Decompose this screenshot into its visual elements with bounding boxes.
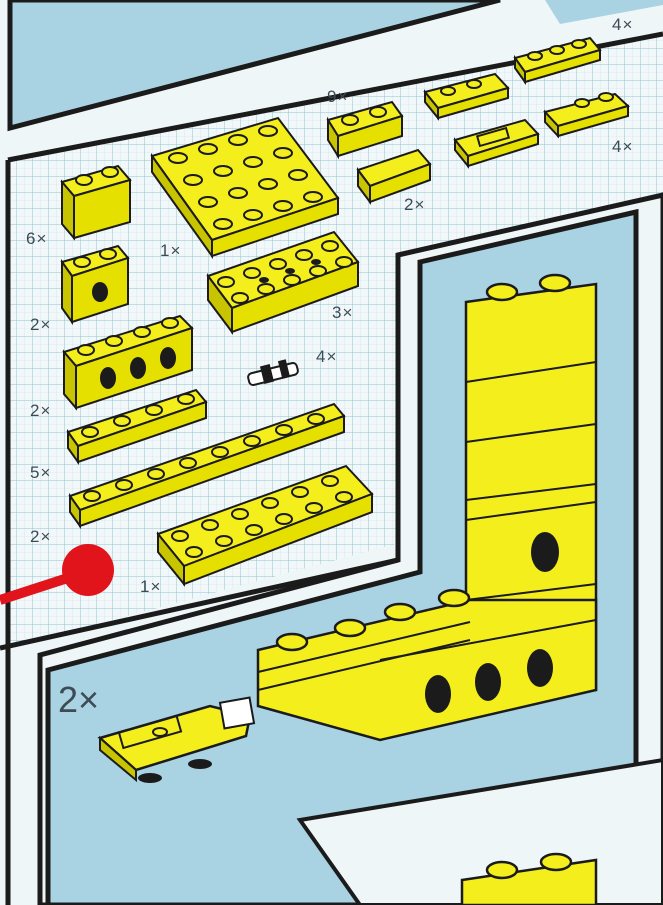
brick-1x4-holes-count: 2×	[30, 401, 51, 420]
plate-1x8-count: 2×	[30, 527, 51, 546]
tile-count: 2×	[404, 195, 425, 214]
plate-2x6-count: 3×	[332, 303, 353, 322]
pin-count: 4×	[316, 347, 337, 366]
brick-2x2-count: 6×	[26, 229, 47, 248]
plate-2x6b-count: 1×	[140, 577, 161, 596]
plate-2x2-count: 9×	[327, 87, 348, 106]
plate-2x3-count: 4×	[612, 15, 633, 34]
assembly-multiplier: 2×	[58, 679, 99, 720]
plate-4x4-count: 1×	[160, 241, 181, 260]
hinge-count: 4×	[612, 137, 633, 156]
brick-1x2-hole-count: 2×	[30, 315, 51, 334]
plate-1x4-count: 5×	[30, 463, 51, 482]
